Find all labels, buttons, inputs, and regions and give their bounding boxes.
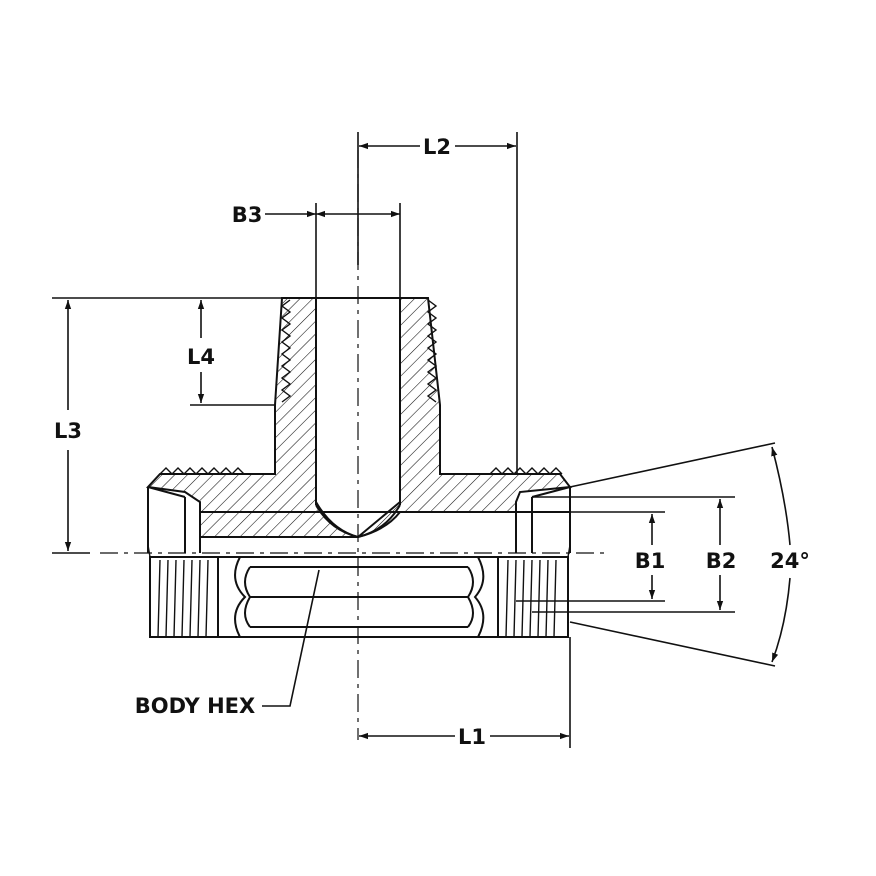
label-l1: L1 <box>458 725 486 749</box>
label-l2: L2 <box>423 135 451 159</box>
center-lines <box>100 150 610 740</box>
run-bottom-thread-left <box>157 559 209 638</box>
body-outline <box>147 297 571 638</box>
label-b3: B3 <box>232 203 263 227</box>
section-body <box>145 297 572 538</box>
dimension-labels: L2 B3 L3 L4 B1 B2 24° L1 BODY HEX <box>54 135 810 749</box>
left-hatch <box>145 297 359 538</box>
threads <box>147 299 571 638</box>
label-body-hex: BODY HEX <box>135 694 255 718</box>
label-l3: L3 <box>54 419 82 443</box>
run-top-thread-left <box>159 467 245 475</box>
run-bottom-thread-right <box>505 559 557 638</box>
label-angle: 24° <box>770 549 810 573</box>
dimensions <box>52 132 791 748</box>
label-b1: B1 <box>635 549 666 573</box>
upper-right-thread <box>426 299 438 403</box>
label-l4: L4 <box>187 345 215 369</box>
right-hatch <box>357 297 572 538</box>
upper-left-thread <box>280 299 292 403</box>
run-top-thread-right <box>489 467 563 475</box>
label-b2: B2 <box>706 549 737 573</box>
